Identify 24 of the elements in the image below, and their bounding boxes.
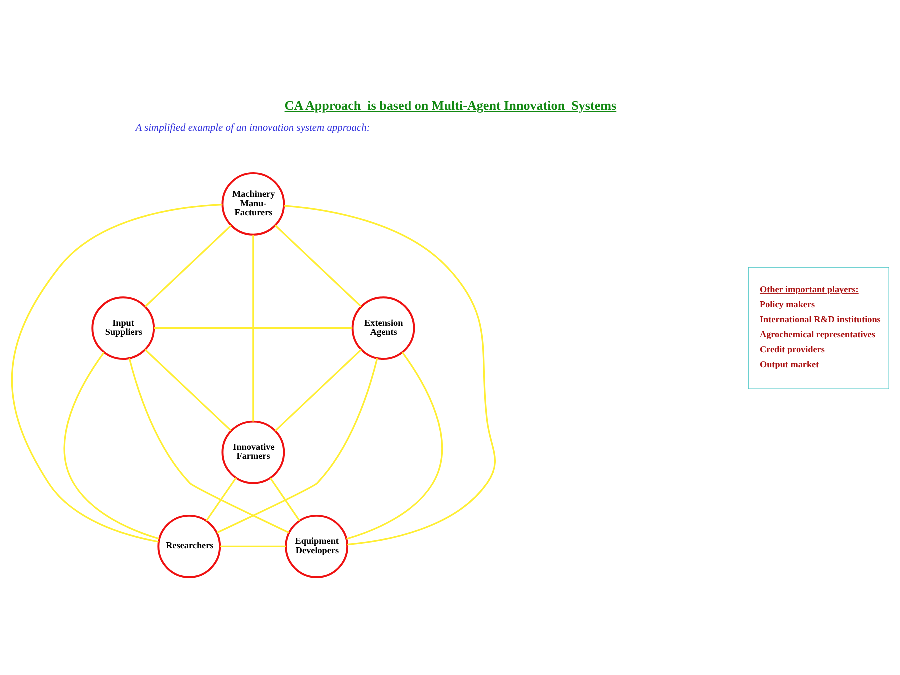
connector bbox=[144, 225, 232, 308]
connector bbox=[274, 349, 362, 432]
connector bbox=[252, 235, 254, 422]
connector bbox=[63, 352, 160, 540]
connector bbox=[154, 328, 352, 330]
connector bbox=[128, 358, 289, 534]
node-circle: Equipment Developers bbox=[284, 514, 348, 578]
node-circle: Innovative Farmers bbox=[221, 420, 285, 484]
node-circle: Machinery Manu- Facturers bbox=[221, 172, 285, 236]
node-circle: Extension Agents bbox=[351, 296, 415, 360]
diagram-title: CA Approach is based on Multi-Agent Innovation Systems bbox=[284, 98, 616, 114]
connector bbox=[284, 205, 496, 546]
connector bbox=[144, 349, 232, 432]
connector bbox=[205, 478, 236, 522]
connector bbox=[274, 225, 362, 308]
node-box: Other important players: Policy makers International R&D institutions Agrochemical representatives Credit providers Output market bbox=[748, 267, 889, 390]
connector bbox=[346, 352, 443, 540]
connector bbox=[11, 204, 222, 543]
node-circle: Researchers bbox=[157, 514, 221, 578]
connector bbox=[216, 358, 378, 534]
node-circle: Input Suppliers bbox=[91, 296, 155, 360]
connector bbox=[269, 478, 300, 522]
connector bbox=[220, 546, 286, 548]
label: A simplified example of an innovation system approach: bbox=[135, 122, 370, 134]
